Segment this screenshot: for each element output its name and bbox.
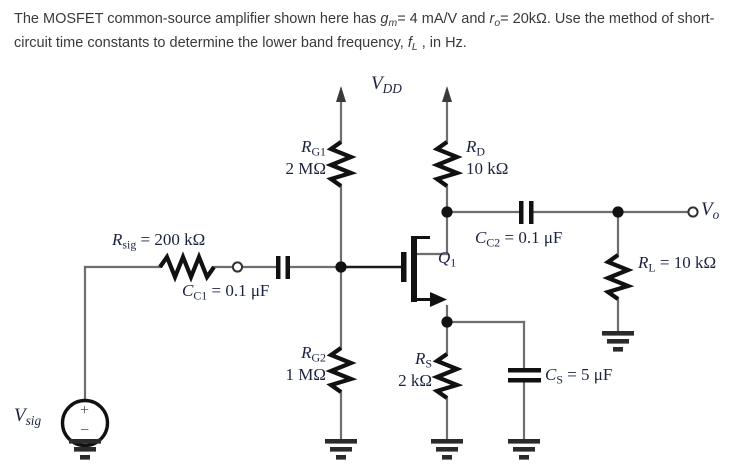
resistor-rg1 — [325, 140, 358, 188]
problem-text-part5: , in Hz. — [417, 35, 467, 52]
cc2-subscript: C2 — [486, 235, 501, 250]
resistor-rsig — [158, 251, 216, 283]
q1-subscript: 1 — [450, 255, 457, 270]
ground-symbols — [69, 331, 634, 460]
problem-text-part4: method of short-circuit time constants t… — [14, 11, 715, 52]
cs-value: = 5 μF — [562, 365, 613, 384]
vsig-polarity-plus: + — [80, 402, 90, 419]
label-vo: Vo — [701, 199, 719, 223]
resistor-rl — [602, 253, 635, 301]
terminal-input-open — [231, 261, 244, 273]
voltage-source-vsig — [60, 398, 110, 448]
mosfet-gate-plate — [401, 252, 407, 282]
ro-symbol: r — [489, 11, 495, 27]
vdd-symbol: V — [371, 73, 383, 94]
ground-rs — [431, 439, 463, 460]
mosfet-channel-bar — [411, 236, 417, 302]
label-vdd: VDD — [371, 73, 402, 97]
vo-symbol: V — [701, 199, 713, 220]
ground-vsig — [69, 439, 101, 460]
vsig-subscript: sig — [25, 412, 42, 428]
capacitor-cs — [508, 368, 541, 383]
rg2-value: 1 MΩ — [285, 365, 327, 385]
ground-rl — [602, 331, 634, 352]
node-drain — [441, 206, 453, 218]
node-source — [441, 316, 453, 328]
rsig-value: = 200 kΩ — [136, 230, 206, 249]
rs-value: 2 kΩ — [398, 371, 432, 391]
vdd-arrowheads — [336, 86, 452, 102]
label-cc1: CC1 = 0.1 μF — [182, 281, 269, 303]
rd-subscript: D — [476, 144, 485, 159]
label-rs: RS 2 kΩ — [376, 349, 432, 391]
rl-subscript: L — [648, 260, 656, 275]
label-cc2: CC2 = 0.1 μF — [475, 228, 562, 250]
rg1-value: 2 MΩ — [285, 159, 327, 179]
label-vsig: Vsig — [14, 405, 41, 429]
problem-statement: The MOSFET common-source amplifier shown… — [14, 8, 730, 56]
capacitor-cc2 — [519, 201, 534, 224]
node-output — [612, 206, 624, 218]
rl-symbol: R — [638, 253, 649, 272]
vsig-polarity-minus: − — [80, 422, 90, 439]
fl-subscript: L — [411, 42, 418, 54]
label-cs: CS = 5 μF — [545, 365, 612, 387]
vo-subscript: o — [712, 206, 720, 222]
capacitor-cc1 — [276, 256, 290, 279]
mosfet-source-arrow — [430, 292, 447, 307]
rg2-symbol: R — [301, 343, 312, 362]
cc2-symbol: C — [475, 228, 487, 247]
rl-value: = 10 kΩ — [655, 253, 717, 272]
vdd-arrow-left — [336, 86, 346, 102]
rs-subscript: S — [425, 356, 432, 371]
q1-symbol: Q — [438, 248, 451, 267]
mosfet-q1 — [401, 236, 447, 307]
ground-cs — [508, 439, 540, 460]
problem-text-part1: The MOSFET common-source amplifier shown… — [14, 11, 381, 27]
label-rg2: RG2 1 MΩ — [268, 343, 327, 385]
vsig-circle — [60, 398, 110, 448]
wire-group — [83, 91, 691, 447]
mosfet-source-stub — [414, 298, 437, 301]
ground-rg2 — [325, 439, 357, 460]
rg1-subscript: G1 — [311, 144, 326, 159]
resistor-rd — [431, 140, 464, 188]
rs-symbol: R — [414, 349, 426, 368]
cs-symbol: C — [545, 365, 557, 384]
cc1-subscript: C1 — [193, 288, 208, 303]
mosfet-drain-stub — [414, 236, 430, 239]
gm-symbol: g — [380, 11, 389, 27]
label-rd: RD 10 kΩ — [466, 137, 508, 179]
circuit-schematic-svg — [60, 86, 699, 460]
junction-dots — [335, 206, 624, 328]
label-rl: RL = 10 kΩ — [638, 253, 716, 275]
rg1-symbol: R — [301, 137, 312, 156]
cc2-value: = 0.1 μF — [500, 228, 563, 247]
rg2-subscript: G2 — [311, 350, 326, 365]
vsig-symbol: V — [14, 405, 26, 426]
terminal-output-open — [687, 206, 699, 218]
label-rg1: RG1 2 MΩ — [268, 137, 327, 179]
cc1-value: = 0.1 μF — [207, 281, 270, 300]
fl-symbol: f — [407, 35, 412, 52]
vdd-arrow-right — [442, 86, 452, 102]
node-gate — [335, 261, 347, 273]
gm-subscript: m — [388, 17, 398, 29]
resistor-rg2 — [325, 346, 358, 394]
circuit-diagram: VDD RG1 2 MΩ RD 10 kΩ Rsig = 200 kΩ CC1 … — [0, 58, 741, 467]
problem-text-part3: = 20kΩ. Use the — [500, 11, 605, 27]
resistor-rs — [431, 352, 464, 400]
label-rsig: Rsig = 200 kΩ — [112, 230, 205, 252]
label-q1: Q1 — [438, 248, 456, 270]
rsig-subscript: sig — [122, 237, 137, 252]
ro-subscript: o — [494, 17, 501, 29]
problem-text-part2: = 4 mA/V and — [397, 11, 490, 27]
rd-symbol: R — [466, 137, 477, 156]
vdd-subscript: DD — [382, 80, 402, 96]
cs-subscript: S — [556, 372, 563, 387]
rd-value: 10 kΩ — [466, 159, 509, 179]
cc1-symbol: C — [182, 281, 194, 300]
rsig-symbol: R — [112, 230, 123, 249]
